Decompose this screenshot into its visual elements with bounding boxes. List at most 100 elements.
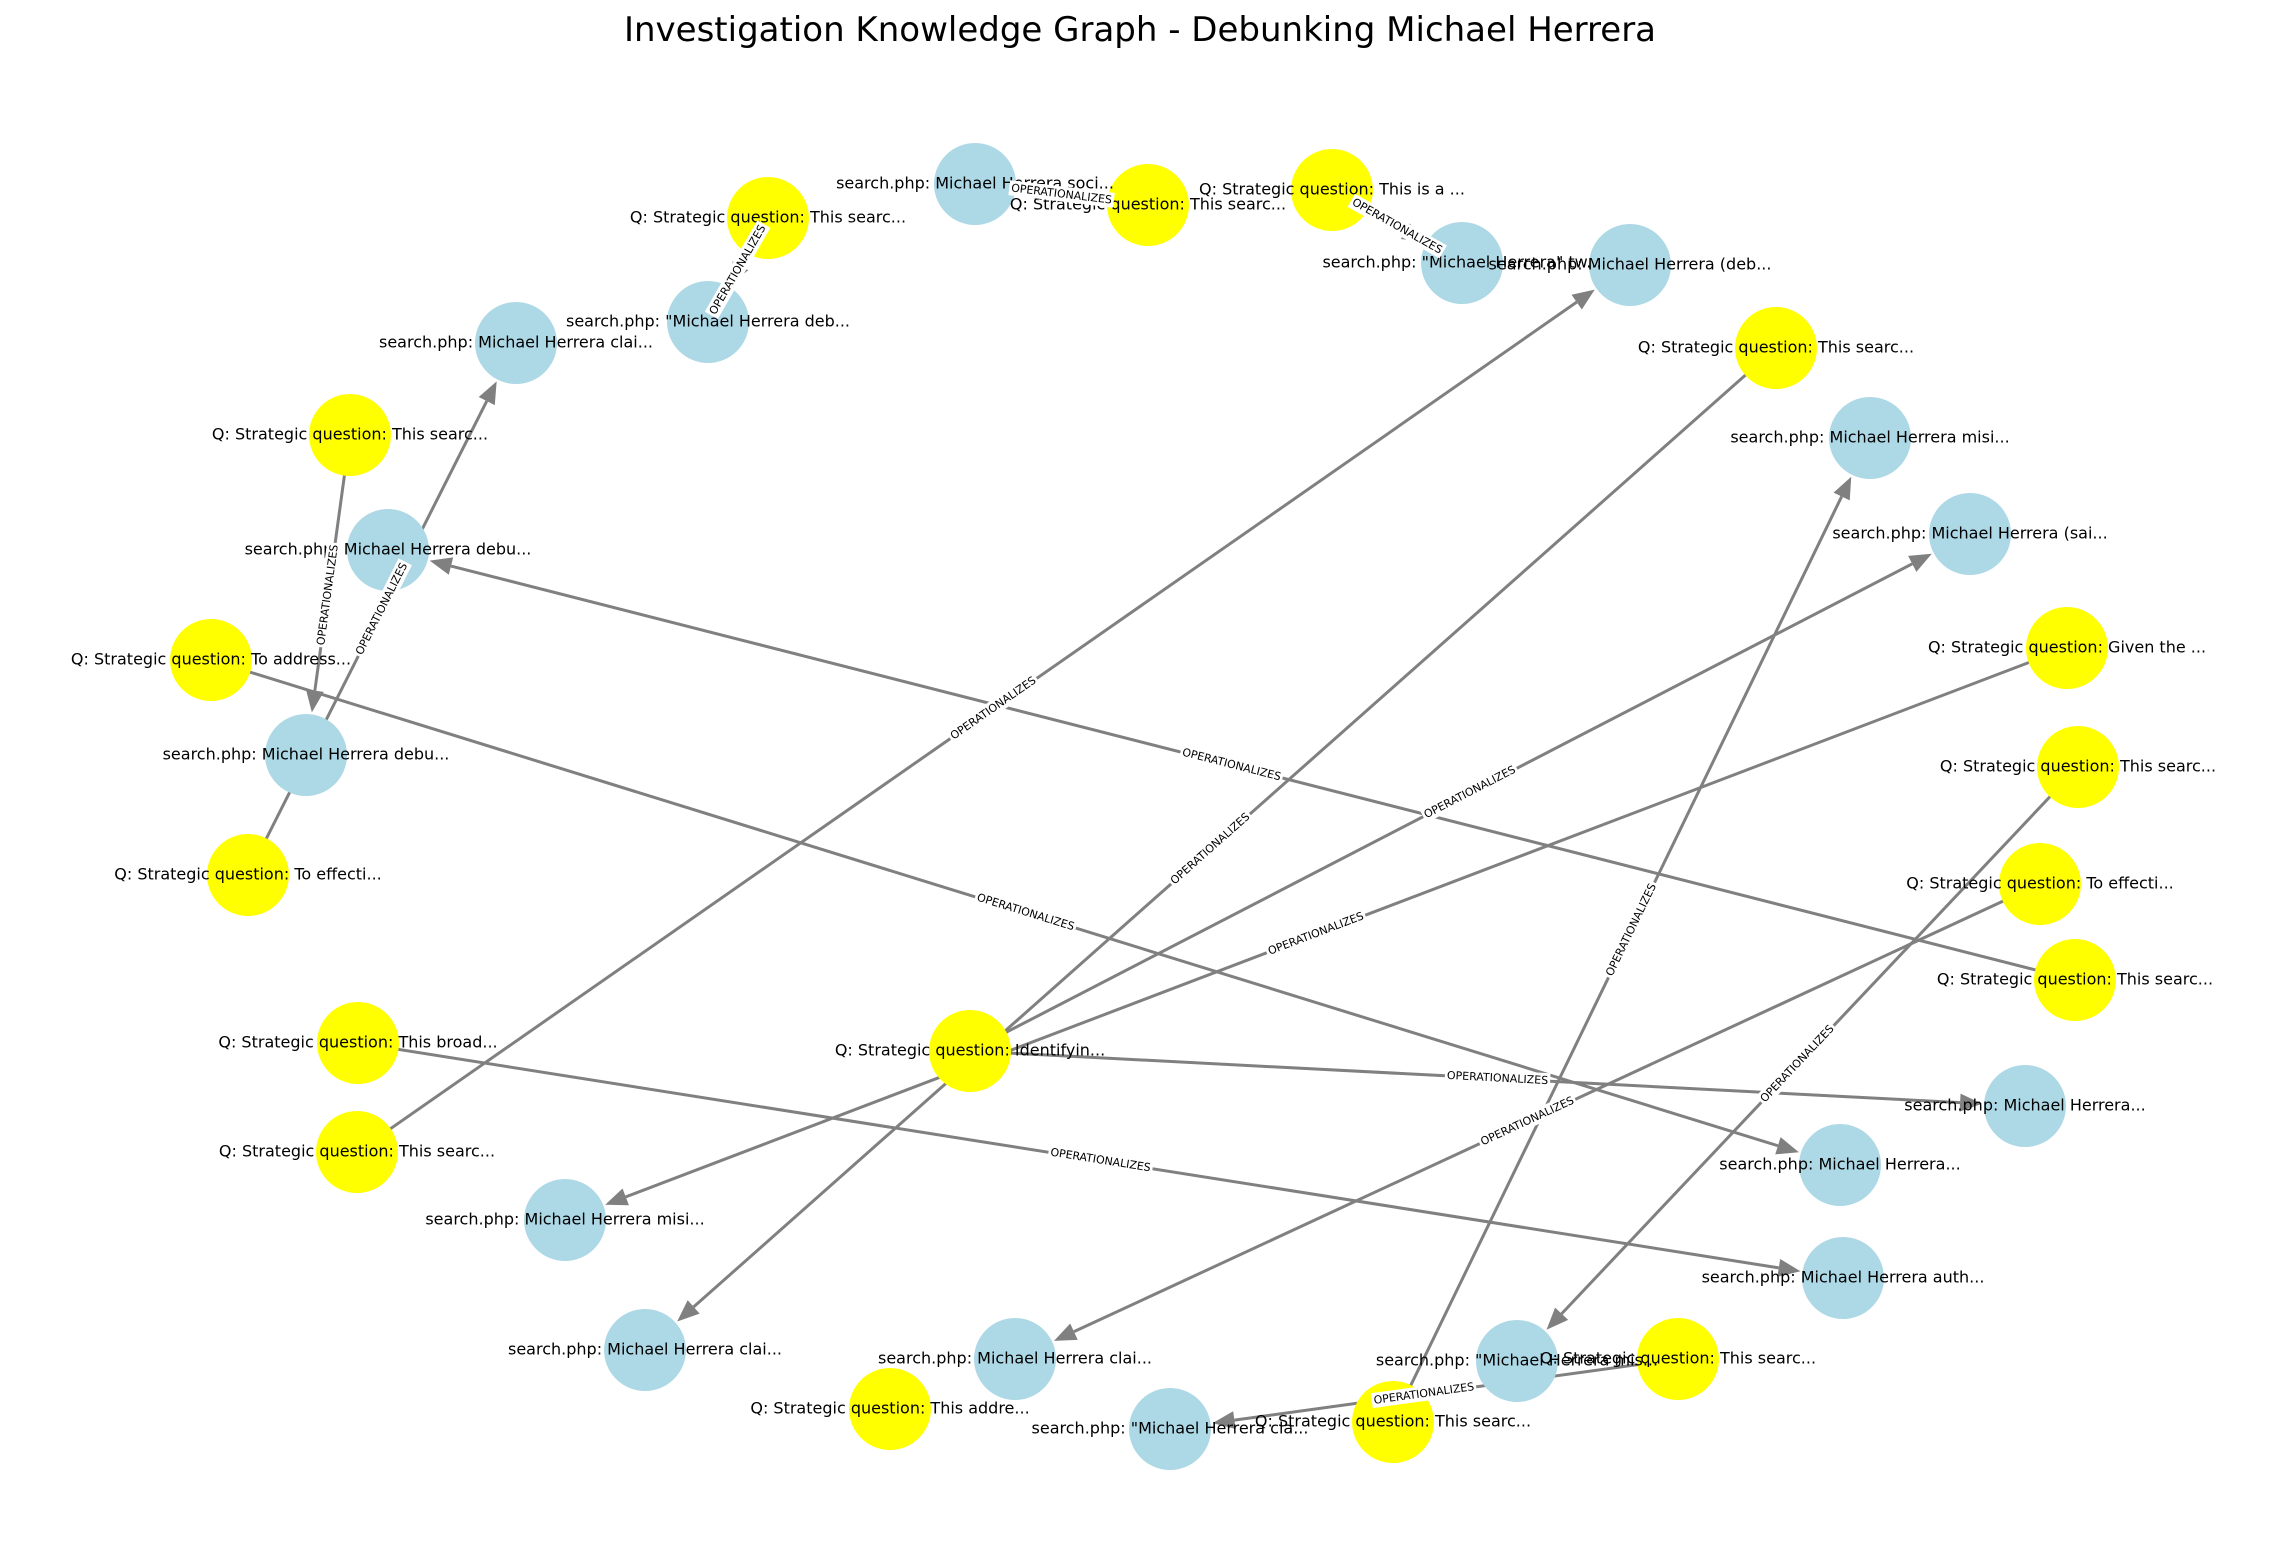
node-label: Q: Strategic question: To effecti...: [114, 865, 382, 884]
node-label: Q: Strategic question: This broad...: [218, 1033, 497, 1052]
query-node[interactable]: [1129, 1388, 1211, 1470]
node-label: Q: Strategic question: Given the ...: [1928, 638, 2206, 657]
edge-arrowhead: [1959, 1093, 1983, 1112]
node-label: search.php: Michael Herrera clai...: [379, 333, 653, 352]
node-label: Q: Strategic question: To address...: [71, 650, 351, 669]
edge-label: OPERATIONALIZES: [1050, 1146, 1152, 1175]
edge-label: OPERATIONALIZES: [1181, 746, 1282, 784]
edge-label: OPERATIONALIZES: [1603, 881, 1659, 978]
edge-label: OPERATIONALIZES: [1422, 763, 1518, 821]
graph-title: Investigation Knowledge Graph - Debunkin…: [623, 10, 1657, 50]
query-node[interactable]: [475, 302, 557, 384]
question-node[interactable]: [316, 1111, 398, 1193]
edge-arrowhead: [1775, 1137, 1799, 1155]
edge-label: OPERATIONALIZES: [1447, 1069, 1549, 1087]
edge-label-bg: [1476, 1092, 1579, 1150]
edge-label-bg: [945, 671, 1041, 745]
query-node[interactable]: [1829, 397, 1911, 479]
node-label: search.php: Michael Herrera (deb...: [1489, 255, 1772, 274]
node-label: Q: Strategic question: This searc...: [1638, 338, 1914, 357]
node-label: Q: Strategic question: This searc...: [219, 1142, 495, 1161]
edge-arrowhead: [1054, 1323, 1078, 1341]
question-node[interactable]: [2037, 726, 2119, 808]
question-node[interactable]: [2034, 939, 2116, 1021]
edge-label-bg: [1444, 1067, 1551, 1089]
question-node[interactable]: [207, 834, 289, 916]
node-label: search.php: "Michael Herrera" tw...: [1322, 253, 1601, 272]
node-label: Q: Strategic question: This addre...: [750, 1399, 1029, 1418]
node-label: Q: Strategic question: This searc...: [1255, 1412, 1531, 1431]
node-label: search.php: Michael Herrera misi...: [425, 1210, 704, 1229]
node-label: search.php: Michael Herrera debu...: [245, 540, 532, 559]
edge-label-bg: [1178, 744, 1285, 785]
node-label: Q: Strategic question: This searc...: [1540, 1349, 1816, 1368]
query-node[interactable]: [1799, 1124, 1881, 1206]
edge-arrowhead: [1777, 1258, 1801, 1277]
edge-label-bg: [1008, 180, 1115, 208]
query-node[interactable]: [524, 1179, 606, 1261]
question-node[interactable]: [309, 394, 391, 476]
edge-label-bg: [973, 889, 1079, 935]
edge-label-bg: [312, 541, 343, 649]
node-label: Q: Strategic question: To effecti...: [1906, 874, 2174, 893]
edge-arrowhead: [1908, 553, 1932, 572]
edge-arrowhead: [478, 381, 497, 406]
edge-arrowhead: [677, 1300, 700, 1322]
query-node[interactable]: [1984, 1065, 2066, 1147]
query-node[interactable]: [974, 1318, 1056, 1400]
query-node[interactable]: [1929, 493, 2011, 575]
question-node[interactable]: [1637, 1318, 1719, 1400]
question-node[interactable]: [929, 1010, 1011, 1092]
edge-label: OPERATIONALIZES: [314, 544, 341, 646]
edge-label-bg: [1419, 761, 1521, 823]
node-label: Q: Strategic question: Identifyin...: [835, 1041, 1105, 1060]
edge-arrowhead: [1833, 476, 1852, 501]
node-label: search.php: Michael Herrera misi...: [1730, 428, 2009, 447]
query-node[interactable]: [1802, 1237, 1884, 1319]
query-node[interactable]: [934, 143, 1016, 225]
edge-label: OPERATIONALIZES: [1758, 1022, 1837, 1105]
edge-label-bg: [1263, 907, 1368, 960]
edge-arrowhead: [605, 1188, 629, 1206]
question-node[interactable]: [849, 1368, 931, 1450]
edge-label-bg: [1347, 193, 1447, 259]
question-node[interactable]: [1999, 843, 2081, 925]
edge-label-bg: [1370, 1378, 1478, 1409]
edge-arrowhead: [429, 557, 454, 575]
edge-label-bg: [1047, 1144, 1154, 1176]
question-node[interactable]: [317, 1002, 399, 1084]
question-node[interactable]: [1107, 164, 1189, 246]
edge-label-bg: [704, 220, 771, 320]
edge-label-bg: [351, 558, 412, 660]
edge-label-bg: [1601, 879, 1661, 981]
edge-label: OPERATIONALIZES: [948, 674, 1039, 743]
node-label: search.php: Michael Herrera (sai...: [1832, 524, 2107, 543]
query-node[interactable]: [1476, 1320, 1558, 1402]
question-node[interactable]: [170, 619, 252, 701]
query-node[interactable]: [604, 1309, 686, 1391]
question-node[interactable]: [1735, 307, 1817, 389]
query-node[interactable]: [265, 714, 347, 796]
node-label: search.php: Michael Herrera clai...: [508, 1340, 782, 1359]
node-label: Q: Strategic question: This searc...: [1937, 970, 2213, 989]
edge-label-bg: [1755, 1020, 1839, 1108]
edge-label: OPERATIONALIZES: [1168, 810, 1252, 887]
query-node[interactable]: [1589, 224, 1671, 306]
edge-label: OPERATIONALIZES: [1350, 196, 1445, 257]
node-label: search.php: Michael Herrera clai...: [878, 1349, 1152, 1368]
node-label: search.php: Michael Herrera...: [1719, 1155, 1960, 1174]
edge-label: OPERATIONALIZES: [975, 891, 1076, 933]
edge-arrowhead: [1212, 1411, 1236, 1430]
edge-label: OPERATIONALIZES: [1266, 909, 1365, 957]
question-node[interactable]: [1291, 149, 1373, 231]
question-node[interactable]: [2026, 607, 2108, 689]
node-label: search.php: Michael Herrera debu...: [163, 745, 450, 764]
node-label: Q: Strategic question: This searc...: [630, 208, 906, 227]
node-label: Q: Strategic question: This is a ...: [1199, 180, 1465, 199]
edge-arrowhead: [1546, 1307, 1569, 1330]
query-node[interactable]: [667, 281, 749, 363]
node-labels: Q: Strategic question: This searc... sear…: [71, 174, 2216, 1438]
node-label: search.php: Michael Herrera auth...: [1702, 1268, 1985, 1287]
edge-label: OPERATIONALIZES: [1479, 1094, 1576, 1148]
